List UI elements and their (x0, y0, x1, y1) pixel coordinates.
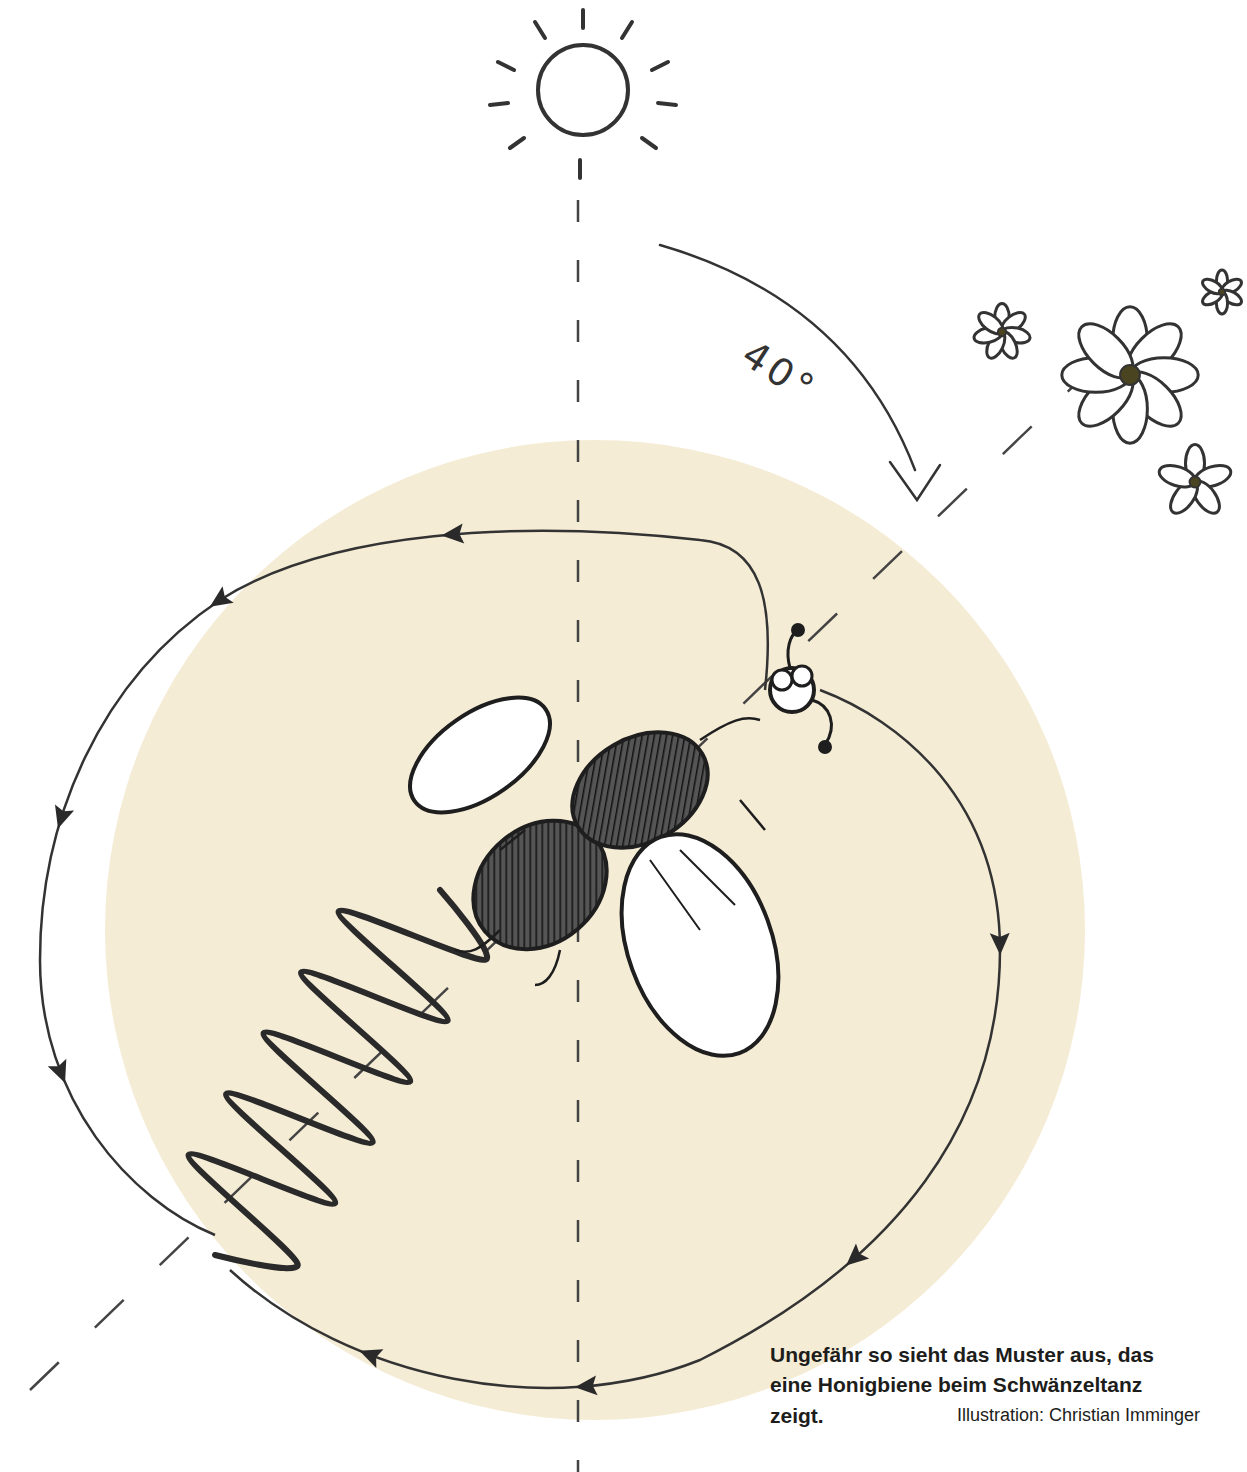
angle-arc (660, 245, 940, 500)
food-direction-line (30, 375, 1085, 1390)
return-loop (230, 690, 1000, 1388)
sun-symbol (490, 10, 676, 178)
credit-line: Illustration: Christian Imminger (957, 1405, 1200, 1426)
flower-symbol (1200, 270, 1244, 314)
flower-symbol (1062, 307, 1198, 443)
label-box: Illustration: Christian Imminger (957, 1405, 1200, 1426)
flower-symbol (972, 303, 1031, 361)
flower-symbol (1156, 445, 1233, 518)
label-box: 40° (735, 332, 826, 412)
flower-group (972, 270, 1243, 518)
dance-floor-disc (105, 440, 1085, 1420)
waggle-run (188, 890, 487, 1268)
angle-label: 40° (735, 332, 826, 412)
direction-arrowheads (48, 524, 1010, 1398)
honeybee-figure (390, 625, 831, 1078)
